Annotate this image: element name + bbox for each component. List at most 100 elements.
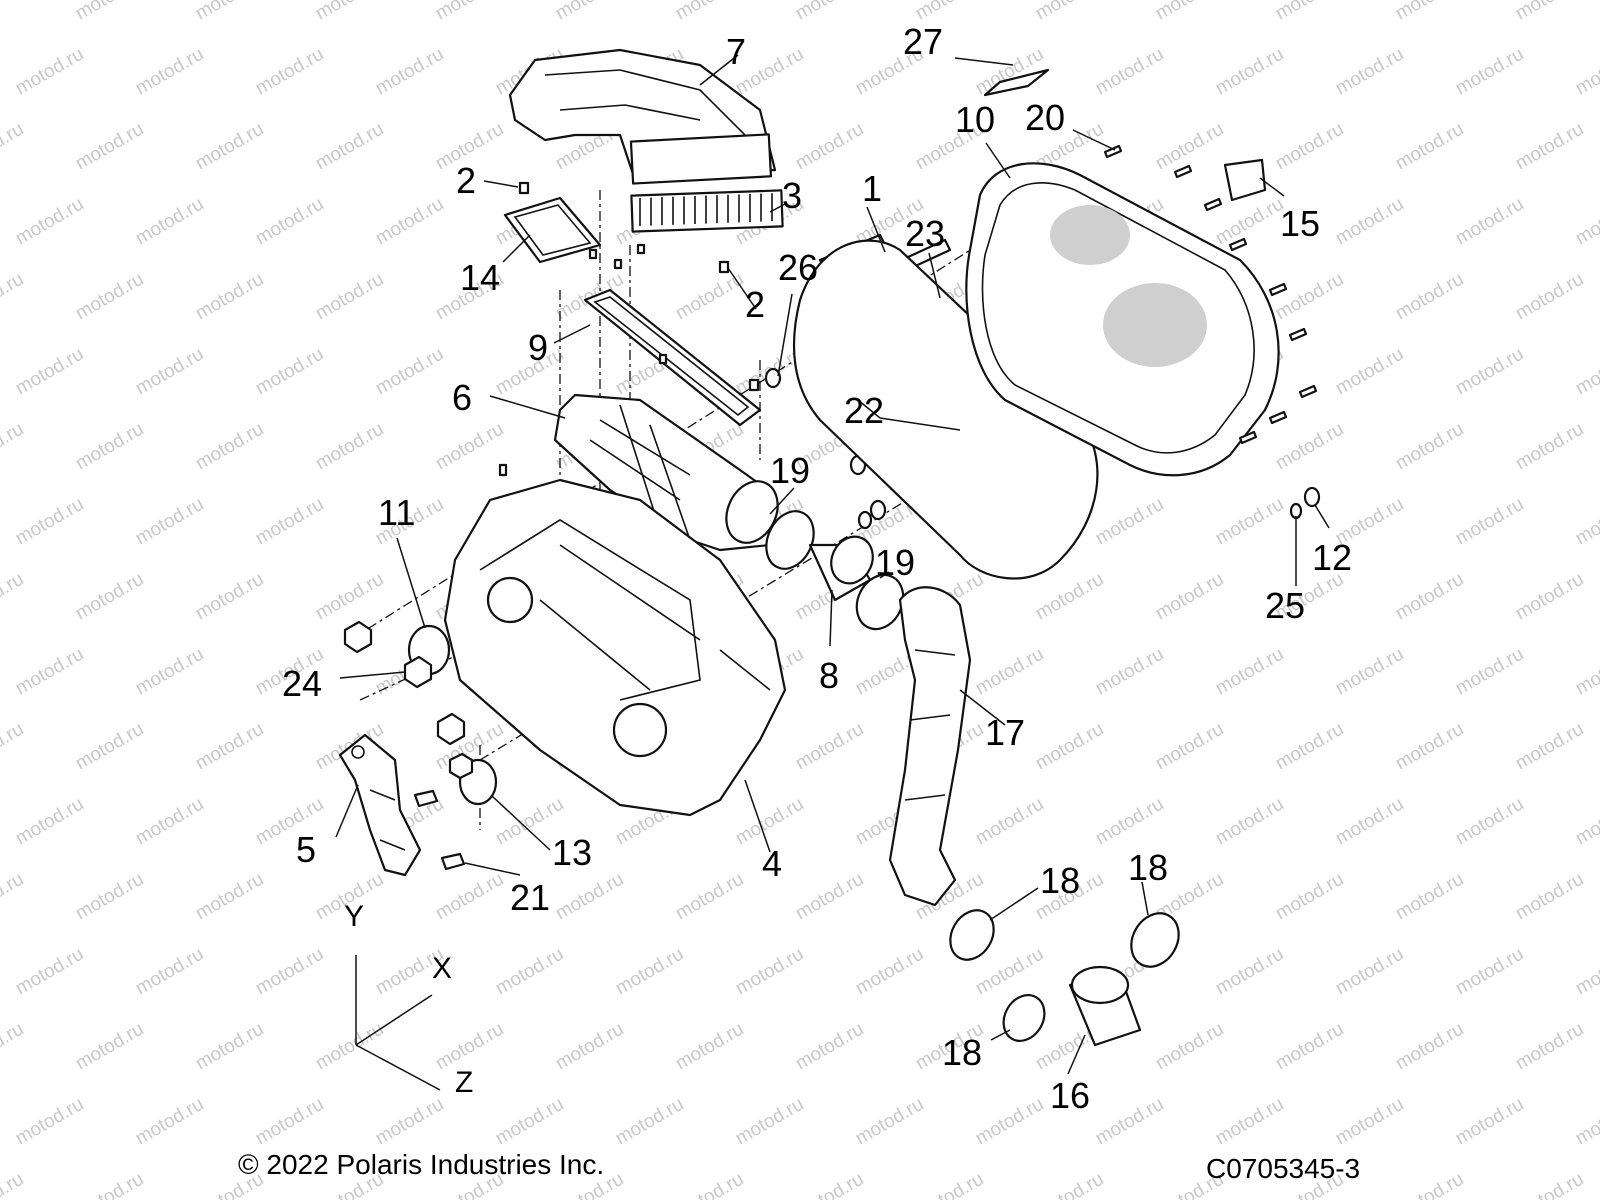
watermark-text: motod.ru — [132, 44, 207, 100]
watermark-text: motod.ru — [1032, 719, 1107, 775]
watermark-text: motod.ru — [1392, 419, 1467, 475]
watermark-text: motod.ru — [792, 119, 867, 175]
watermark-text: motod.ru — [72, 0, 147, 24]
watermark-text: motod.ru — [0, 1019, 27, 1075]
watermark-text: motod.ru — [1212, 194, 1287, 250]
watermark-text: motod.ru — [732, 944, 807, 1000]
watermark-text: motod.ru — [252, 194, 327, 250]
watermark-text: motod.ru — [1392, 869, 1467, 925]
callout-14: 14 — [460, 257, 500, 298]
watermark-text: motod.ru — [1452, 1094, 1527, 1150]
part-5-mounting-bracket — [338, 733, 422, 877]
watermark-text: motod.ru — [1572, 194, 1600, 250]
callout-6: 6 — [452, 377, 472, 418]
watermark-text: motod.ru — [972, 44, 1047, 100]
watermark-text: motod.ru — [132, 1094, 207, 1150]
part-15-label-decal — [1223, 158, 1267, 202]
leader-lines — [335, 54, 1330, 1075]
watermark-text: motod.ru — [1272, 719, 1347, 775]
watermark-text: motod.ru — [552, 869, 627, 925]
watermark-text: motod.ru — [312, 0, 387, 24]
cover-bolt — [1268, 410, 1288, 425]
watermark-text: motod.ru — [372, 1094, 447, 1150]
watermark-text: motod.ru — [72, 719, 147, 775]
callout-4: 4 — [762, 843, 782, 884]
watermark-text: motod.ru — [1392, 269, 1467, 325]
drawing-number: C0705345-3 — [1206, 1153, 1360, 1184]
callout-9: 9 — [528, 327, 548, 368]
callout-23: 23 — [905, 213, 945, 254]
watermark-text: motod.ru — [1212, 944, 1287, 1000]
watermark-text: motod.ru — [192, 419, 267, 475]
watermark-text: motod.ru — [1452, 194, 1527, 250]
part-2-screws — [498, 181, 760, 477]
watermark-text: motod.ru — [732, 1094, 807, 1150]
watermark-text: motod.ru — [1092, 1094, 1167, 1150]
watermark-text: motod.ru — [1392, 569, 1467, 625]
watermark-text: motod.ru — [1332, 1094, 1407, 1150]
copyright-notice: © 2022 Polaris Industries Inc. — [238, 1149, 604, 1180]
watermark-text: motod.ru — [792, 0, 867, 24]
watermark-text: motod.ru — [912, 1169, 987, 1200]
watermark-text: motod.ru — [1272, 119, 1347, 175]
watermark-text: motod.ru — [12, 194, 87, 250]
watermark-text: motod.ru — [252, 344, 327, 400]
callout-7: 7 — [726, 31, 746, 72]
watermark-text: motod.ru — [192, 569, 267, 625]
watermark-text: motod.ru — [1212, 794, 1287, 850]
part-8-boot — [808, 535, 874, 602]
watermark-text: motod.ru — [1212, 44, 1287, 100]
cover-bolt — [1288, 327, 1308, 342]
watermark-text: motod.ru — [192, 719, 267, 775]
part-24-plugs — [343, 620, 474, 780]
callout-1: 1 — [862, 168, 882, 209]
watermark-text: motod.ru — [552, 1019, 627, 1075]
watermark-text: motod.ru — [492, 1094, 567, 1150]
watermark-text: motod.ru — [1512, 419, 1587, 475]
callout-22: 22 — [844, 390, 884, 431]
watermark-text: motod.ru — [1572, 944, 1600, 1000]
watermark-text: motod.ru — [1452, 44, 1527, 100]
watermark-text: motod.ru — [1392, 1169, 1467, 1200]
watermark-text: motod.ru — [312, 1019, 387, 1075]
watermark-text: motod.ru — [132, 194, 207, 250]
watermark-text: motod.ru — [72, 419, 147, 475]
watermark-text: motod.ru — [432, 419, 507, 475]
watermark-text: motod.ru — [1152, 0, 1227, 24]
watermark-text: motod.ru — [1452, 944, 1527, 1000]
watermark-text: motod.ru — [192, 119, 267, 175]
watermark-text: motod.ru — [72, 1169, 147, 1200]
watermark-text: motod.ru — [1392, 719, 1467, 775]
watermark-text: motod.ru — [252, 1094, 327, 1150]
watermark-text: motod.ru — [312, 119, 387, 175]
watermark-text: motod.ru — [1092, 44, 1167, 100]
watermark-text: motod.ru — [0, 869, 27, 925]
watermark-text: motod.ru — [252, 44, 327, 100]
watermark-text: motod.ru — [72, 119, 147, 175]
part-7-upper-intake-duct — [508, 48, 777, 185]
watermark-text: motod.ru — [1512, 1169, 1587, 1200]
axis-label-z: Z — [455, 1066, 473, 1099]
watermark-text: motod.ru — [132, 494, 207, 550]
watermark-text: motod.ru — [1032, 1169, 1107, 1200]
watermark-text: motod.ru — [792, 1169, 867, 1200]
watermark-text: motod.ru — [1032, 569, 1107, 625]
part-1-cover-gasket — [792, 239, 1099, 580]
part-25-washer — [1289, 502, 1303, 520]
callout-18-top: 18 — [1128, 847, 1168, 888]
watermark-text: motod.ru — [252, 944, 327, 1000]
cover-bolt — [1268, 282, 1288, 297]
watermark-text: motod.ru — [12, 494, 87, 550]
watermark-text: motod.ru — [972, 1094, 1047, 1150]
watermark-text: motod.ru — [1332, 944, 1407, 1000]
part-9-gasket-frame — [583, 288, 762, 427]
watermark-text: motod.ru — [1212, 494, 1287, 550]
watermark-text: motod.ru — [372, 344, 447, 400]
cover-bolt — [1238, 430, 1258, 445]
watermark-text: motod.ru — [1512, 119, 1587, 175]
watermark-text: motod.ru — [0, 1169, 27, 1200]
watermark-text: motod.ru — [552, 0, 627, 24]
watermark-text: motod.ru — [612, 944, 687, 1000]
callout-2-upper: 2 — [456, 160, 476, 201]
